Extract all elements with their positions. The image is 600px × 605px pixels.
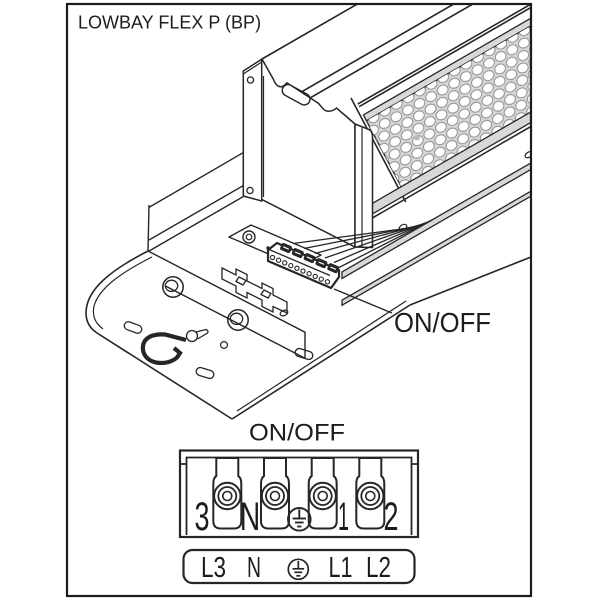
luminaire-body — [243, 4, 531, 307]
earth-icon — [287, 558, 310, 581]
terminal-label-n: N — [240, 495, 261, 539]
connector-front-holes — [269, 254, 331, 285]
terminal-label-1: 1 — [338, 495, 349, 539]
screw-boss — [227, 309, 249, 331]
terminal-label-2: 2 — [384, 495, 399, 539]
mounting-slot — [294, 347, 314, 361]
terminal-screws — [280, 243, 340, 274]
wire-label-l2: L2 — [366, 552, 391, 584]
flap-handle-slot — [281, 83, 311, 106]
callout-label: ON/OFF — [394, 307, 491, 338]
gear-bracket — [221, 266, 288, 315]
wire-label-l3: L3 — [201, 552, 226, 584]
page-title: LOWBAY FLEX P (BP) — [78, 13, 261, 33]
wire-label-l1: L1 — [329, 552, 353, 584]
terminal-label-3: 3 — [195, 495, 210, 539]
earth-icon — [287, 507, 312, 532]
terminal-diagram-title: ON/OFF — [249, 420, 345, 447]
mounting-slot — [195, 366, 215, 380]
keyhole — [185, 328, 209, 343]
connector-block — [266, 241, 341, 290]
cover-flap — [242, 57, 374, 249]
mounting-slot — [123, 321, 143, 334]
cable-clamp — [140, 332, 187, 366]
floor-hole — [220, 341, 229, 350]
callout-leader — [333, 288, 393, 314]
screw-boss — [162, 276, 184, 298]
frame-border — [65, 2, 533, 598]
terminal-lugs — [212, 457, 386, 530]
terminal-diagram: ON/OFF 3 N 1 2 — [178, 420, 420, 585]
wires — [292, 218, 434, 269]
led-panel-mark — [414, 135, 420, 141]
wire-label-n: N — [247, 552, 261, 584]
terminal-circles — [213, 481, 385, 511]
